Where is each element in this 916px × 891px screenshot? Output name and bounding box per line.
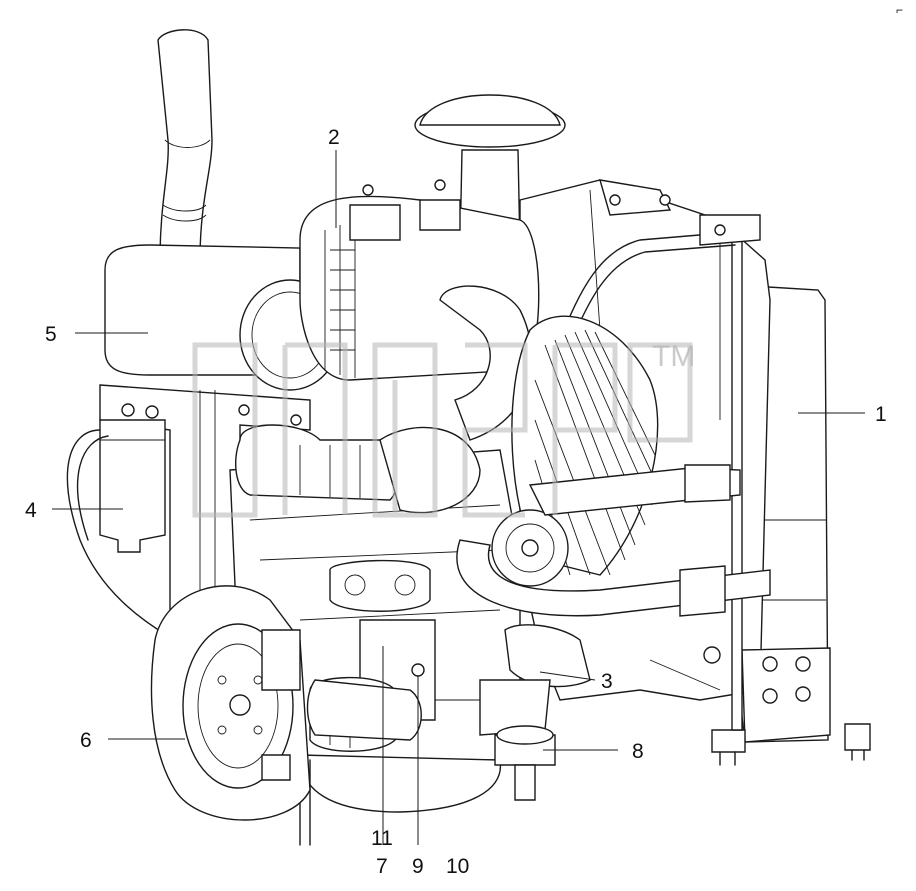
- corner-mark: ⌐: [896, 3, 903, 17]
- callouts: 1 2 3 4 5 6 7 8 9 10 11 ⌐: [25, 3, 903, 878]
- leader-lines: [52, 150, 865, 845]
- callout-8: 8: [632, 740, 644, 763]
- fuel-filter: [66, 419, 176, 641]
- engine-mount: [479, 679, 556, 801]
- starter-motor: [306, 679, 422, 741]
- flywheel-housing: [150, 585, 311, 821]
- mounting-bracket: [703, 646, 871, 766]
- watermark: TM: [192, 340, 695, 518]
- exhaust-stack: [157, 29, 213, 261]
- callout-2: 2: [328, 126, 340, 149]
- callout-4: 4: [25, 499, 37, 522]
- exhaust-manifold: [235, 424, 481, 514]
- leader-3: [539, 671, 596, 681]
- callout-9: 9: [412, 855, 424, 878]
- alternator: [491, 509, 569, 587]
- callout-7: 7: [376, 855, 388, 878]
- callout-10: 10: [446, 855, 469, 878]
- watermark-tm: TM: [652, 340, 695, 373]
- callout-5: 5: [45, 323, 57, 346]
- callout-6: 6: [80, 729, 92, 752]
- callout-3: 3: [601, 670, 613, 693]
- air-cleaner: [299, 94, 566, 381]
- callout-11: 11: [371, 827, 393, 850]
- callout-1: 1: [875, 403, 887, 426]
- upper-pipes: [559, 179, 761, 351]
- lower-hoses: [456, 464, 771, 688]
